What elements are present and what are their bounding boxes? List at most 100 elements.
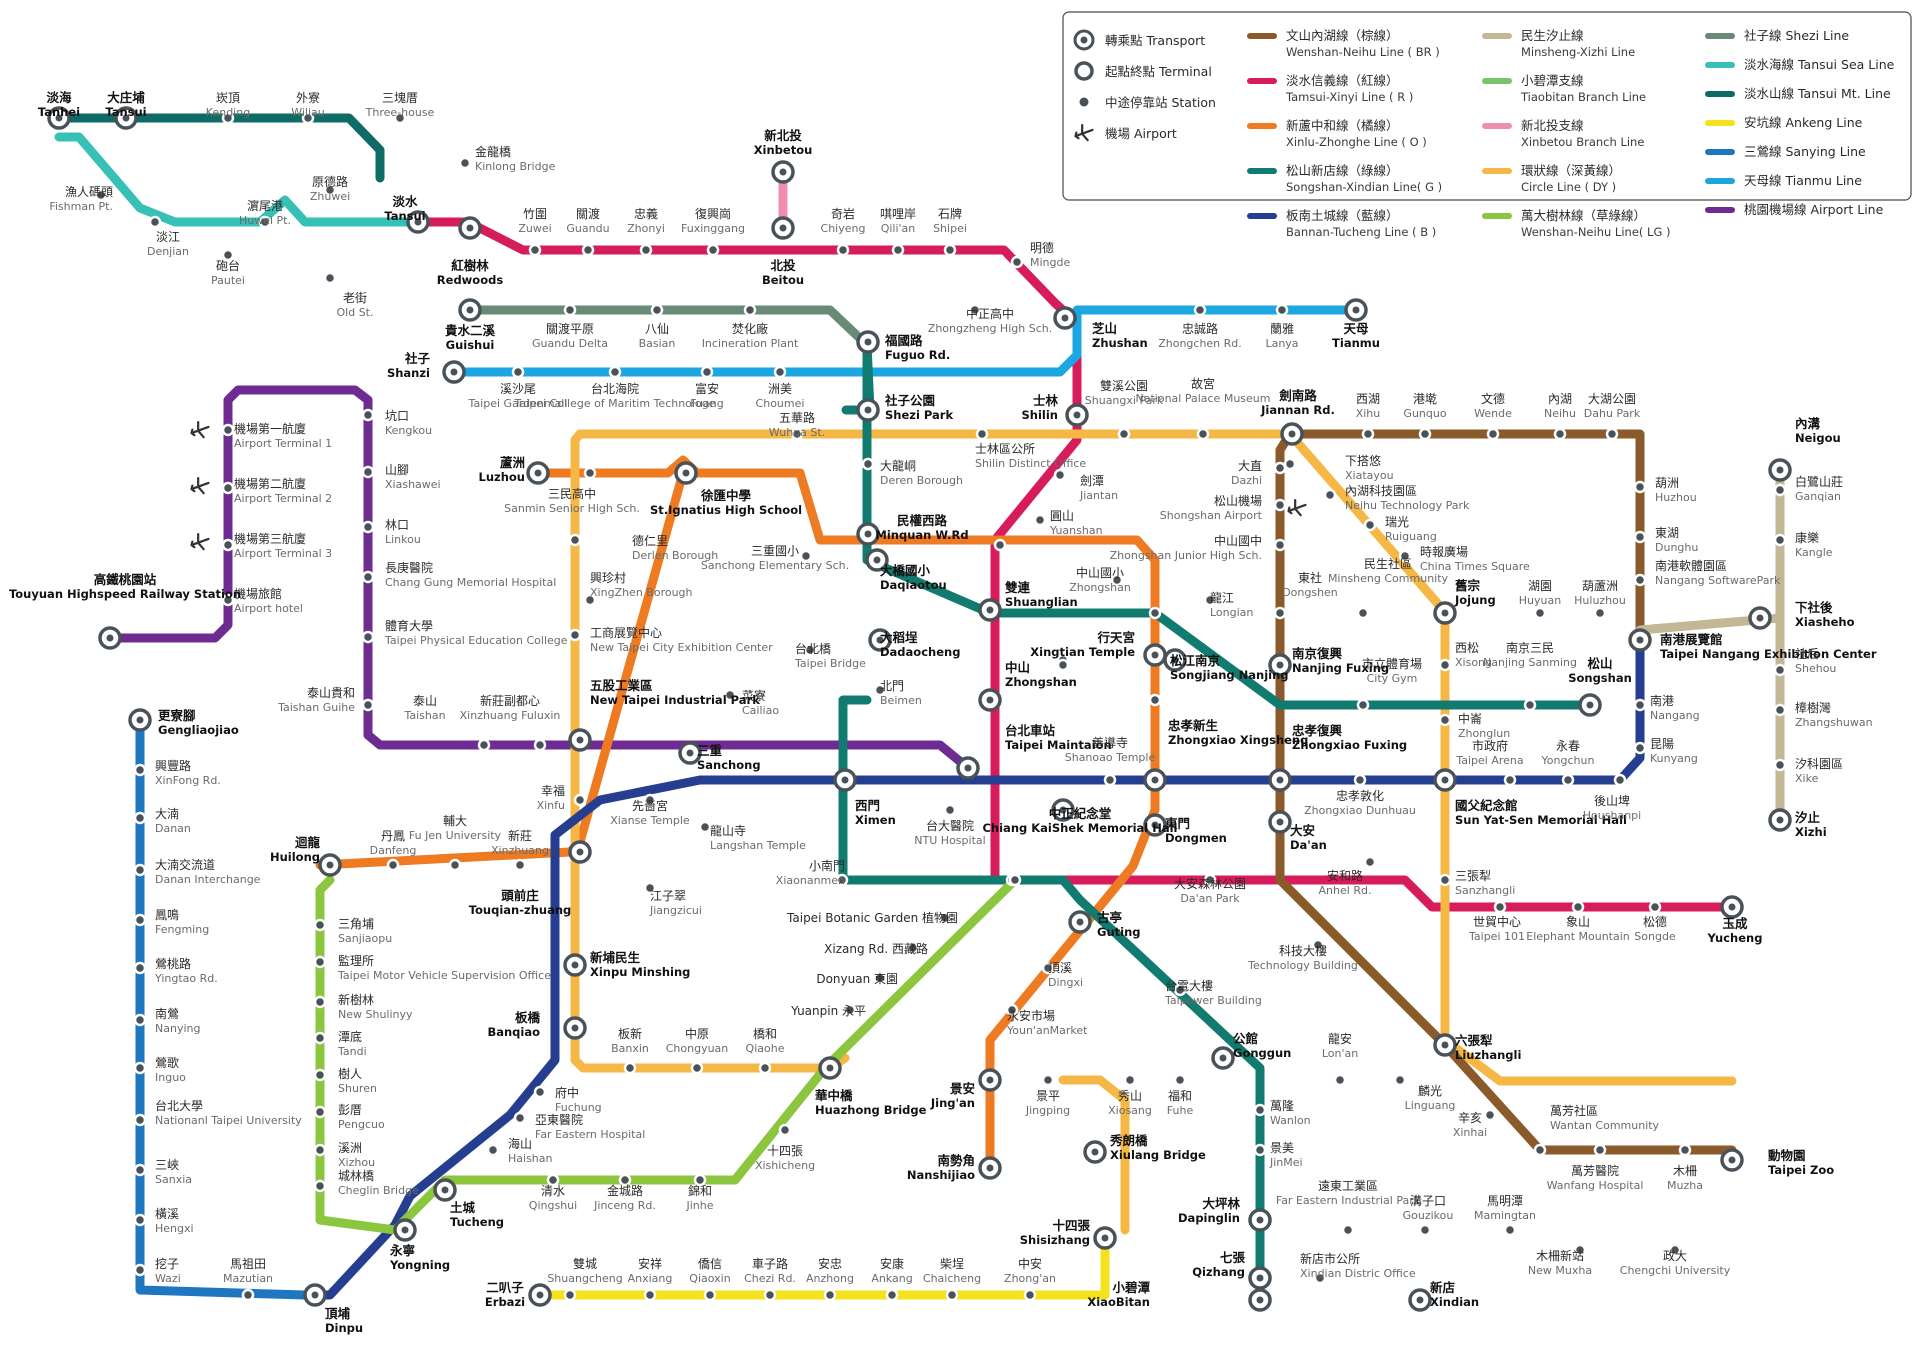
station-marker[interactable] [943,803,957,817]
station-marker[interactable] [743,303,757,317]
station-marker[interactable] [313,1031,327,1045]
station-marker[interactable] [313,995,327,1009]
station-marker[interactable] [975,427,989,441]
station-marker[interactable] [533,1085,547,1099]
station-marker[interactable] [623,1061,637,1075]
station-marker[interactable] [1418,1223,1432,1237]
station-marker[interactable] [1110,573,1124,587]
station-marker[interactable] [1593,1143,1607,1157]
station-marker[interactable] [1353,773,1367,787]
station-marker[interactable] [773,365,787,379]
station-marker[interactable] [133,961,147,975]
station-marker[interactable] [1117,427,1131,441]
station-marker[interactable] [1503,773,1517,787]
station-marker[interactable] [583,593,597,607]
station-marker[interactable] [448,858,462,872]
station-marker[interactable] [313,1105,327,1119]
station-marker[interactable] [386,858,400,872]
station-marker[interactable] [906,941,920,955]
station-marker[interactable] [581,243,595,257]
station-marker[interactable] [693,1173,707,1187]
station-marker[interactable] [1678,1143,1692,1157]
station-marker[interactable] [1593,606,1607,620]
station-marker[interactable] [94,188,108,202]
station-marker[interactable] [643,881,657,895]
station-marker[interactable] [873,683,887,697]
station-marker[interactable] [1633,530,1647,544]
station-marker[interactable] [799,549,813,563]
station-marker[interactable] [1253,1103,1267,1117]
station-marker[interactable] [706,243,720,257]
station-marker[interactable] [790,427,804,441]
station-marker[interactable] [221,111,235,125]
station-marker[interactable] [1148,693,1162,707]
station-marker[interactable] [803,643,817,657]
station-marker[interactable] [221,593,235,607]
station-marker[interactable] [568,533,582,547]
station-marker[interactable] [313,1179,327,1193]
station-marker[interactable] [1633,480,1647,494]
station-marker[interactable] [133,1263,147,1277]
station-marker[interactable] [690,1061,704,1075]
station-marker[interactable] [1393,1073,1407,1087]
station-marker[interactable] [1605,427,1619,441]
station-marker[interactable] [1363,855,1377,869]
station-marker[interactable] [1356,698,1370,712]
station-marker[interactable] [993,538,1007,552]
station-marker[interactable] [568,628,582,642]
station-marker[interactable] [1273,498,1287,512]
station-marker[interactable] [1773,663,1787,677]
station-marker[interactable] [221,423,235,437]
station-marker[interactable] [477,738,491,752]
station-marker[interactable] [1273,461,1287,475]
station-marker[interactable] [698,820,712,834]
station-marker[interactable] [836,243,850,257]
station-marker[interactable] [1283,457,1297,471]
station-marker[interactable] [1633,698,1647,712]
station-marker[interactable] [458,156,472,170]
station-marker[interactable] [393,111,407,125]
station-marker[interactable] [1273,538,1287,552]
station-marker[interactable] [945,1288,959,1302]
station-marker[interactable] [968,303,982,317]
station-marker[interactable] [1438,713,1452,727]
station-marker[interactable] [1053,468,1067,482]
station-marker[interactable] [1041,1073,1055,1087]
station-marker[interactable] [361,570,375,584]
station-marker[interactable] [133,863,147,877]
station-marker[interactable] [938,911,952,925]
station-marker[interactable] [1313,1271,1327,1285]
station-marker[interactable] [1648,900,1662,914]
station-marker[interactable] [1553,427,1567,441]
station-marker[interactable] [1438,658,1452,672]
station-marker[interactable] [703,1288,717,1302]
station-marker[interactable] [1173,1073,1187,1087]
station-marker[interactable] [486,1143,500,1157]
station-marker[interactable] [1356,606,1370,620]
station-marker[interactable] [835,873,849,887]
station-marker[interactable] [1438,873,1452,887]
station-marker[interactable] [891,243,905,257]
station-marker[interactable] [643,1288,657,1302]
station-marker[interactable] [361,408,375,422]
station-marker[interactable] [1633,741,1647,755]
station-marker[interactable] [758,1061,772,1075]
station-marker[interactable] [1123,1073,1137,1087]
station-marker[interactable] [1633,573,1647,587]
station-marker[interactable] [608,365,622,379]
station-marker[interactable] [1193,303,1207,317]
station-marker[interactable] [313,955,327,969]
station-marker[interactable] [133,1163,147,1177]
station-marker[interactable] [1010,255,1024,269]
station-marker[interactable] [1523,698,1537,712]
station-marker[interactable] [221,538,235,552]
station-marker[interactable] [533,738,547,752]
station-marker[interactable] [1323,488,1337,502]
station-marker[interactable] [313,1068,327,1082]
station-marker[interactable] [1773,758,1787,772]
station-marker[interactable] [1571,900,1585,914]
station-marker[interactable] [650,303,664,317]
station-marker[interactable] [133,1013,147,1027]
station-marker[interactable] [133,1113,147,1127]
station-marker[interactable] [1613,773,1627,787]
